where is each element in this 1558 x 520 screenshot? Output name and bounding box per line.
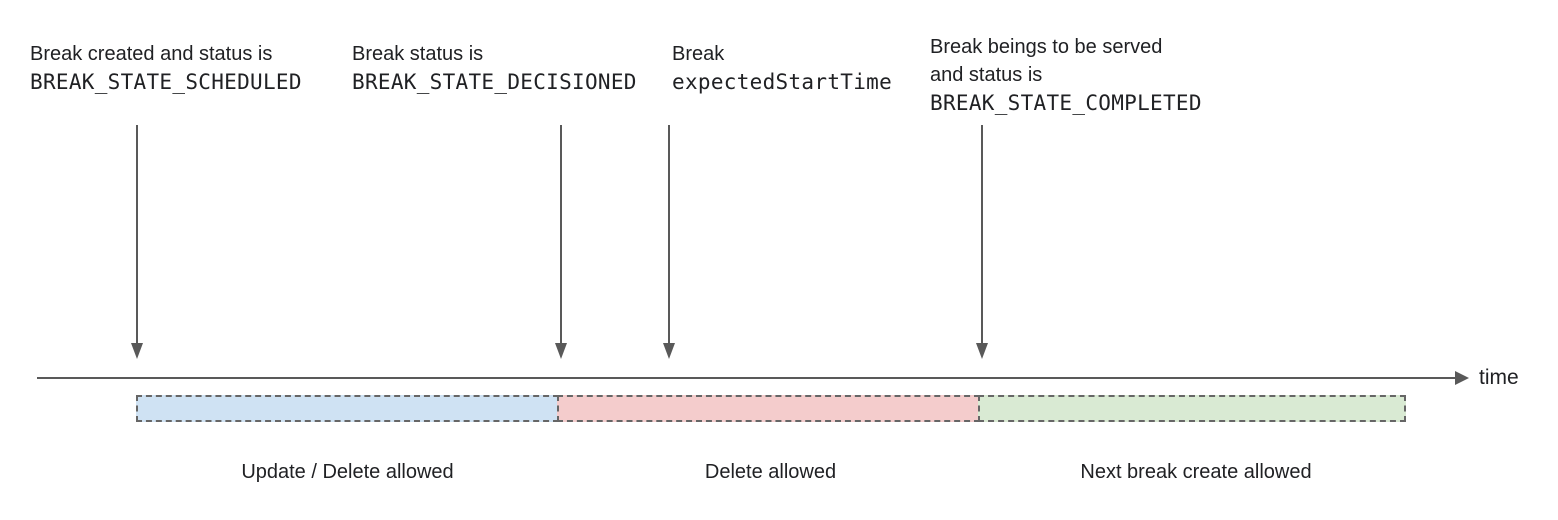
arrow-shaft — [668, 125, 670, 343]
arrow-shaft — [136, 125, 138, 343]
segment-label-next-create: Next break create allowed — [1080, 461, 1312, 483]
annotation-text: Break — [672, 43, 725, 65]
arrow-down-icon — [555, 343, 567, 359]
annotation-code: BREAK_STATE_DECISIONED — [352, 70, 637, 94]
annotation-break-scheduled: Break created and status is BREAK_STATE_… — [30, 40, 302, 96]
arrow-shaft — [560, 125, 562, 343]
arrow-down-icon — [131, 343, 143, 359]
annotation-text: Break status is — [352, 43, 484, 65]
arrow-right-icon — [1455, 371, 1469, 385]
segment-label-delete: Delete allowed — [704, 461, 837, 483]
annotation-text: Break beings to be served — [930, 36, 1163, 58]
annotation-code: BREAK_STATE_SCHEDULED — [30, 70, 302, 94]
annotation-code: expectedStartTime — [672, 70, 893, 94]
event-arrow-expected-start — [663, 125, 675, 359]
annotation-text: and status is — [930, 64, 1043, 86]
annotation-expected-start-time: Break expectedStartTime — [672, 40, 892, 96]
annotation-code: BREAK_STATE_COMPLETED — [930, 91, 1202, 115]
time-axis-line — [37, 377, 1455, 379]
phase-bar — [136, 395, 1406, 422]
event-arrow-scheduled — [131, 125, 143, 359]
annotation-text: Break created and status is — [30, 43, 273, 65]
time-axis-label: time — [1479, 366, 1519, 389]
segment-delete-allowed — [557, 395, 980, 422]
arrow-down-icon — [663, 343, 675, 359]
event-arrow-completed — [976, 125, 988, 359]
segment-update-delete-allowed — [136, 395, 559, 422]
annotation-break-decisioned: Break status is BREAK_STATE_DECISIONED — [352, 40, 637, 96]
annotation-break-completed: Break beings to be served and status is … — [930, 33, 1202, 117]
event-arrow-decisioned — [555, 125, 567, 359]
segment-next-break-create-allowed — [978, 395, 1406, 422]
arrow-shaft — [981, 125, 983, 343]
arrow-down-icon — [976, 343, 988, 359]
segment-label-update-delete: Update / Delete allowed — [241, 461, 454, 483]
